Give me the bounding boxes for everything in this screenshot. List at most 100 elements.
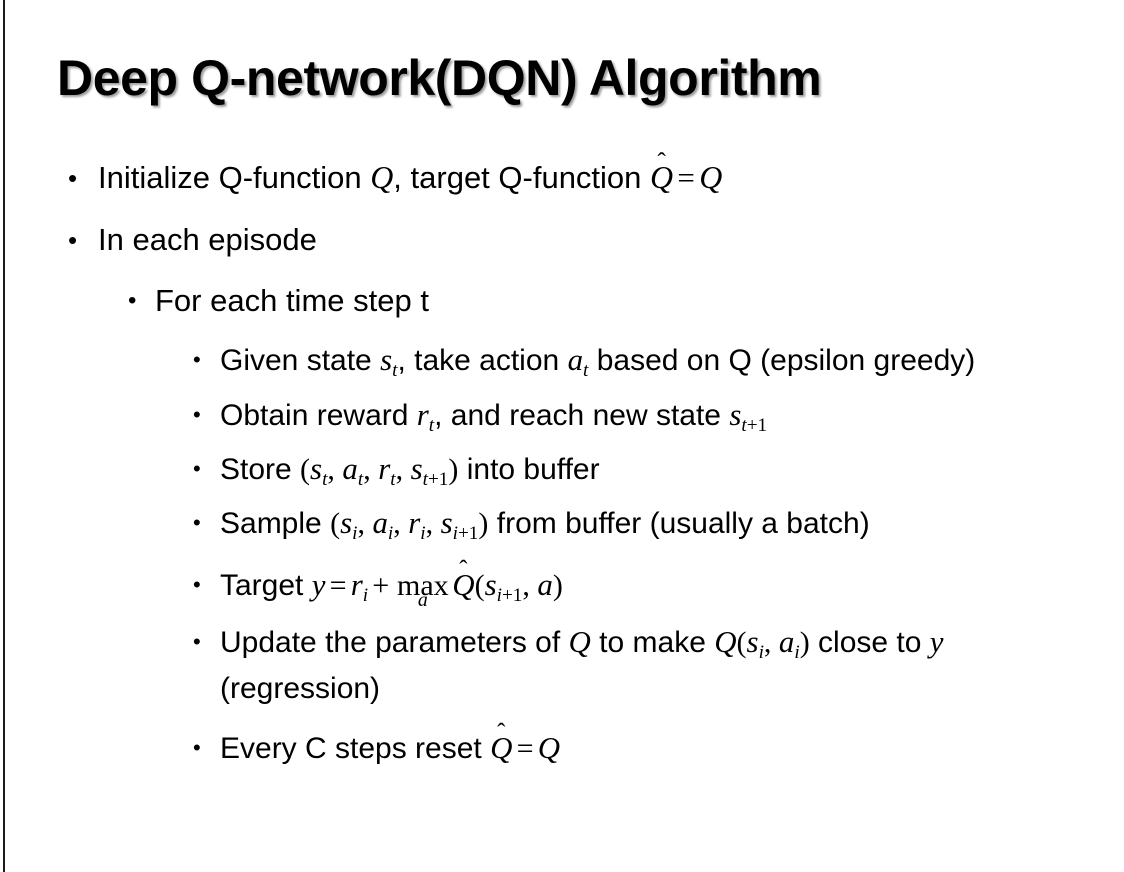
math-var-a: a: [342, 451, 358, 486]
text-run: Every C steps reset: [220, 732, 491, 765]
math-comma: ,: [363, 453, 379, 486]
math-paren-open: (: [300, 453, 311, 486]
math-paren-open: (: [474, 569, 485, 602]
subscript-var: t: [422, 468, 428, 490]
math-var-s: s: [484, 567, 497, 602]
bullet-given-state: • Given state st, take action at based o…: [0, 337, 1124, 384]
math-subscript: t: [357, 468, 364, 490]
math-subscript: t: [390, 468, 396, 490]
math-var-q: Q: [714, 624, 737, 659]
math-var-y: y: [311, 567, 326, 602]
page-title: Deep Q-network(DQN) Algorithm: [57, 50, 822, 106]
math-var-r: r: [416, 397, 429, 432]
math-var-r: r: [350, 567, 363, 602]
math-paren-close: ): [478, 507, 489, 540]
math-var-s: s: [729, 397, 742, 432]
subscript-offset: +1: [457, 522, 479, 544]
math-qhat: ̂Q: [490, 732, 512, 764]
math-subscript: i+1: [497, 585, 523, 606]
bullet-given-state-text: Given state st, take action at based on …: [220, 337, 1104, 384]
math-var-r: r: [378, 451, 391, 486]
math-max-under-var: a: [417, 588, 428, 611]
math-subscript: i: [387, 522, 394, 544]
math-var-q: Q: [568, 624, 591, 659]
math-var-a: a: [778, 624, 795, 659]
math-equals: =: [329, 569, 347, 602]
math-equals: =: [677, 160, 695, 195]
text-run: , and reach new state: [434, 399, 730, 432]
text-run: Sample: [220, 507, 331, 540]
math-subscript: t+1: [423, 469, 449, 490]
text-run: , take action: [397, 344, 568, 377]
subscript-var: t: [741, 414, 747, 436]
bullet-obtain-reward: • Obtain reward rt, and reach new state …: [0, 392, 1124, 438]
text-run: Obtain reward: [220, 399, 417, 432]
text-run: to make: [590, 626, 715, 659]
math-var-s: s: [380, 342, 393, 377]
math-comma: ,: [327, 453, 343, 486]
math-var-q: Q: [537, 730, 561, 765]
bullet-marker-icon: •: [68, 163, 78, 193]
bullet-marker-icon: •: [193, 572, 201, 597]
bullet-sample-batch: • Sample (si, ai, ri, si+1) from buffer …: [0, 500, 1124, 546]
math-subscript: t: [583, 359, 589, 381]
bullet-sample-batch-text: Sample (si, ai, ri, si+1) from buffer (u…: [220, 500, 1104, 546]
math-paren-close: ): [552, 569, 563, 602]
math-paren-close: ): [448, 453, 459, 486]
math-plus: +: [372, 569, 390, 602]
math-paren-close: ): [799, 626, 810, 659]
text-run: Target: [220, 569, 312, 602]
math-comma: ,: [763, 626, 779, 659]
bullet-in-each-episode-text: In each episode: [98, 222, 317, 257]
math-var-s: s: [310, 451, 323, 486]
math-comma: ,: [425, 507, 441, 540]
math-comma: ,: [522, 569, 538, 602]
math-var-s: s: [746, 624, 759, 659]
math-qhat: ̂Q: [650, 162, 673, 194]
math-var-a: a: [537, 567, 553, 602]
bullet-marker-icon: •: [193, 735, 201, 760]
math-subscript: i: [420, 522, 426, 544]
math-paren-open: (: [330, 507, 341, 540]
math-subscript: i: [794, 641, 800, 663]
math-equals: =: [516, 732, 534, 765]
bullet-for-each-time-step: • For each time step t: [0, 274, 1124, 328]
slide-left-edge-rule: [3, 0, 5, 872]
bullet-marker-icon: •: [193, 402, 201, 427]
math-subscript: i: [758, 641, 764, 663]
math-var-q: Q: [370, 160, 394, 195]
math-var-r: r: [408, 505, 421, 540]
bullet-marker-icon: •: [193, 347, 201, 372]
text-run: based on Q (epsilon greedy): [588, 344, 976, 377]
math-subscript: t: [428, 414, 435, 436]
math-paren-open: (: [736, 626, 747, 659]
text-run: from buffer (usually a batch): [488, 507, 870, 540]
text-run: Store: [220, 453, 301, 486]
text-run: , target Q-function: [393, 160, 651, 195]
subscript-var: i: [496, 584, 502, 606]
math-hat-base: Q: [452, 567, 475, 602]
bullet-obtain-reward-text: Obtain reward rt, and reach new state st…: [220, 392, 1104, 438]
bullet-store-transition: • Store (st, at, rt, st+1) into buffer: [0, 446, 1124, 492]
text-run: Given state: [220, 344, 381, 377]
bullet-update-parameters-text: Update the parameters of Q to make Q(si,…: [220, 619, 1104, 712]
math-max-label: max: [397, 569, 449, 602]
text-run: Update the parameters of: [220, 626, 569, 659]
math-qhat: ̂Q: [452, 567, 475, 602]
math-hat-base: Q: [650, 160, 674, 195]
bullet-marker-icon: •: [128, 287, 137, 314]
math-subscript: t: [392, 359, 398, 381]
bullet-marker-icon: •: [68, 225, 78, 255]
math-comma: ,: [395, 453, 411, 486]
bullet-for-each-time-step-text: For each time step t: [155, 283, 429, 318]
math-var-s: s: [340, 505, 353, 540]
slide-body: • Initialize Q-function Q, target Q-func…: [0, 148, 1124, 777]
subscript-offset: +1: [746, 414, 768, 436]
bullet-reset-target-network: • Every C steps reset ̂Q=Q: [0, 720, 1124, 777]
bullet-initialize: • Initialize Q-function Q, target Q-func…: [0, 148, 1124, 208]
bullet-marker-icon: •: [193, 629, 201, 654]
math-var-a: a: [372, 505, 388, 540]
bullet-target-equation: • Target y=ri+maxâQ(si+1, a): [0, 554, 1124, 617]
